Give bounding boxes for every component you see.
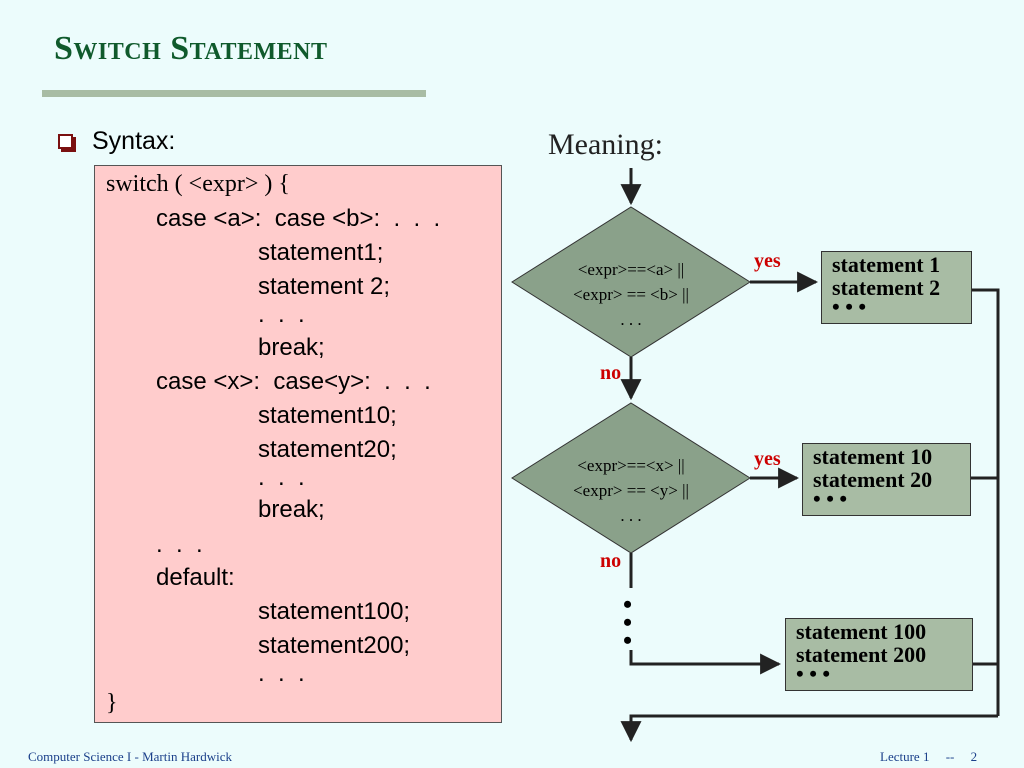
- code-line: case <a>: case <b>: . . .: [156, 205, 441, 232]
- statement-line: statement 100: [796, 619, 927, 644]
- statement-line: • • •: [813, 486, 848, 511]
- diamond-1-line: <expr>==<a> ||: [577, 260, 685, 279]
- no-label-2: no: [600, 550, 622, 572]
- default-arrow: [629, 650, 782, 675]
- title-underline: [42, 90, 426, 97]
- yes-label-1: yes: [754, 250, 781, 272]
- code-line: switch ( <expr> ) {: [106, 171, 290, 197]
- code-line: }: [106, 690, 118, 716]
- code-line: . . .: [156, 531, 203, 558]
- no-label-1: no: [600, 362, 622, 384]
- merge-arrow: [620, 714, 998, 743]
- slide-title: Switch Statement: [54, 30, 328, 67]
- diamond-1-line: <expr> == <b> ||: [573, 285, 689, 304]
- code-line: statement100;: [258, 598, 411, 625]
- code-line: statement200;: [258, 632, 411, 659]
- code-line: statement 2;: [258, 273, 391, 300]
- footer-page: Lecture 1 -- 2: [880, 749, 978, 764]
- code-line: default:: [156, 564, 235, 591]
- statement-box-1: statement 1 statement 2 • • •: [821, 251, 972, 324]
- diamond-2-line: . . .: [620, 506, 642, 525]
- diamond-2-line: <expr> == <y> ||: [573, 481, 689, 500]
- code-line: statement1;: [258, 239, 384, 266]
- meaning-label: Meaning:: [548, 128, 663, 161]
- footer-author: Computer Science I - Martin Hardwick: [28, 749, 232, 764]
- code-line: statement10;: [258, 402, 397, 429]
- code-line: . . .: [258, 464, 305, 491]
- statement-line: statement 200: [796, 642, 927, 667]
- statement-line: • • •: [796, 661, 831, 686]
- statement-line: statement 1: [832, 252, 941, 277]
- statement-box-3: statement 100 statement 200 • • •: [785, 618, 973, 691]
- syntax-label: Syntax:: [92, 127, 176, 155]
- vertical-ellipsis: • • •: [623, 590, 633, 655]
- diamond-2-text: <expr>==<x> || <expr> == <y> || . . .: [526, 453, 736, 528]
- code-line: case <x>: case<y>: . . .: [156, 368, 431, 395]
- code-line: break;: [258, 334, 325, 361]
- statement-box-2: statement 10 statement 20 • • •: [802, 443, 971, 516]
- code-line: statement20;: [258, 436, 397, 463]
- yes-label-2: yes: [754, 448, 781, 470]
- exit-line-1: [971, 288, 1000, 716]
- statement-line: • • •: [832, 294, 867, 319]
- code-box: switch ( <expr> ) { case <a>: case <b>: …: [94, 165, 502, 723]
- diamond-1-line: . . .: [620, 310, 642, 329]
- statement-line: statement 20: [813, 467, 933, 492]
- statement-line: statement 2: [832, 275, 941, 300]
- code-line: . . .: [258, 301, 305, 328]
- checkbox-bullet-icon: [58, 134, 73, 149]
- diamond-2-line: <expr>==<x> ||: [577, 456, 685, 475]
- statement-line: statement 10: [813, 444, 933, 469]
- code-line: . . .: [258, 660, 305, 687]
- code-line: break;: [258, 496, 325, 523]
- diamond-1-text: <expr>==<a> || <expr> == <b> || . . .: [526, 257, 736, 332]
